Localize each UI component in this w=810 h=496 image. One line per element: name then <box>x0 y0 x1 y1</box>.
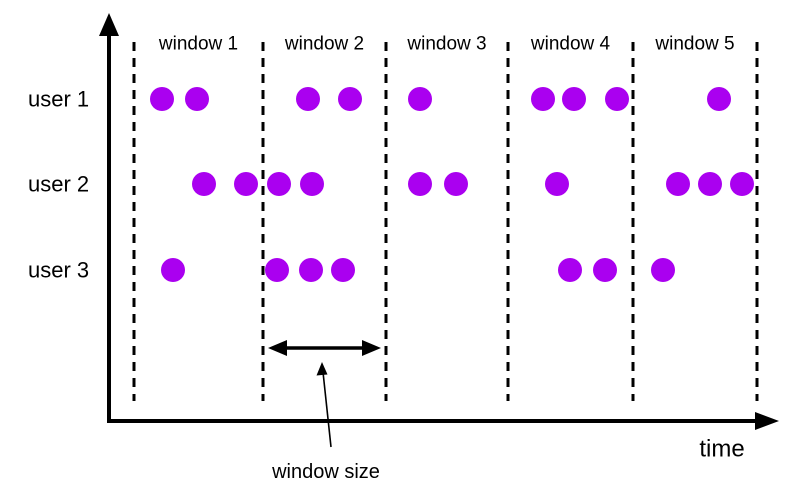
event-dot <box>545 172 569 196</box>
time-axis-label: time <box>699 436 744 463</box>
event-dot <box>331 258 355 282</box>
event-dot <box>698 172 722 196</box>
window-label: window 1 <box>158 34 238 55</box>
x-axis: time <box>107 412 779 463</box>
event-dot <box>299 258 323 282</box>
event-dot <box>531 87 555 111</box>
event-dot <box>444 172 468 196</box>
event-dot <box>234 172 258 196</box>
window-labels: window 1 window 2 window 3 window 4 window 5 <box>158 34 735 55</box>
window-size-arrowhead-right-icon <box>362 340 381 356</box>
window-label: window 4 <box>530 34 611 55</box>
annotation-pointer-line <box>322 371 332 448</box>
event-dot <box>296 87 320 111</box>
user-row-label: user 2 <box>28 172 89 197</box>
window-label: window 5 <box>654 34 734 55</box>
x-axis-arrowhead-icon <box>755 412 779 430</box>
window-size-annotation: window size <box>268 340 381 483</box>
event-dot <box>408 172 432 196</box>
event-dot <box>707 87 731 111</box>
event-dot <box>558 258 582 282</box>
event-dot <box>161 258 185 282</box>
window-size-arrowhead-left-icon <box>268 340 287 356</box>
window-label: window 3 <box>406 34 486 55</box>
event-dot <box>666 172 690 196</box>
y-axis <box>99 13 119 421</box>
event-dot <box>605 87 629 111</box>
window-boundaries <box>132 42 759 401</box>
event-dot <box>730 172 754 196</box>
user-row-label: user 1 <box>28 87 89 112</box>
event-dots <box>150 87 754 282</box>
event-dot <box>408 87 432 111</box>
event-dot <box>651 258 675 282</box>
window-label: window 2 <box>284 34 364 55</box>
event-dot <box>267 172 291 196</box>
event-dot <box>150 87 174 111</box>
event-dot <box>185 87 209 111</box>
event-dot <box>300 172 324 196</box>
user-row-label: user 3 <box>28 258 89 283</box>
y-axis-arrowhead-icon <box>99 13 119 36</box>
event-dot <box>338 87 362 111</box>
event-dot <box>562 87 586 111</box>
event-dot <box>265 258 289 282</box>
window-size-label: window size <box>271 461 380 483</box>
event-dot <box>593 258 617 282</box>
event-dot <box>192 172 216 196</box>
annotation-pointer-arrowhead-icon <box>316 362 328 376</box>
user-labels: user 1 user 2 user 3 <box>28 87 89 283</box>
